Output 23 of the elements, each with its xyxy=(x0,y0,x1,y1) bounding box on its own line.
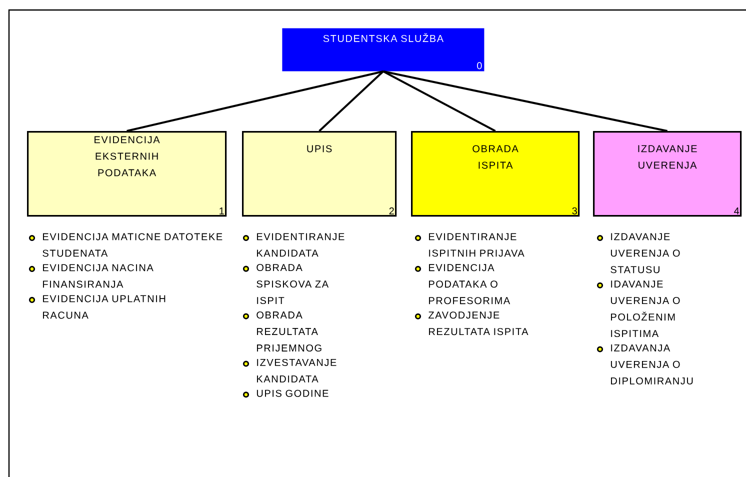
bullet-item: ZAVODJENJE REZULTATA ISPITA xyxy=(428,312,528,336)
bullet-item: IZDAVANJA UVERENJA O DIPLOMIRANJU xyxy=(610,344,693,384)
bullet-item: OBRADA REZULTATA PRIJEMNOG xyxy=(256,311,322,352)
process-box: EVIDENCIJA EKSTERNIH PODATAKA 1 xyxy=(27,131,227,217)
connector-line xyxy=(318,70,384,132)
bullet-item: EVIDENTIRANJE KANDIDATA xyxy=(257,233,344,257)
bullet-item: EVIDENCIJA NACINA FINANSIRANJA xyxy=(43,264,154,288)
bullet-item: IZDAVANJE UVERENJA O STATUSU xyxy=(610,233,680,274)
connector-line xyxy=(382,70,496,132)
process-box: IZDAVANJE UVERENJA 4 xyxy=(593,131,742,217)
bullet-item: OBRADA SPISKOVA ZA ISPIT xyxy=(256,264,329,304)
bullet-item: EVIDENCIJA PODATAKA O PROFESORIMA xyxy=(429,264,510,304)
bullet-item: EVIDENCIJA MATICNE DATOTEKE STUDENATA xyxy=(42,233,222,257)
process-box: UPIS 2 xyxy=(242,131,397,217)
process-box: OBRADA ISPITA 3 xyxy=(411,131,580,217)
connector-line xyxy=(383,70,668,132)
process-box: STUDENTSKA SLUŽBA 0 xyxy=(282,28,484,72)
bullet-item: EVIDENTIRANJE ISPITNIH PRIJAVA xyxy=(429,233,524,257)
bullet-item: EVIDENCIJA UPLATNIH RACUNA xyxy=(43,295,166,319)
bullet-item: IDAVANJE UVERENJA O POLOŽENIM ISPITIMA xyxy=(610,280,680,338)
bullet-item: IZVESTAVANJE KANDIDATA xyxy=(257,358,336,382)
bullet-item: UPIS GODINE xyxy=(256,390,328,397)
connector-line xyxy=(126,70,384,132)
